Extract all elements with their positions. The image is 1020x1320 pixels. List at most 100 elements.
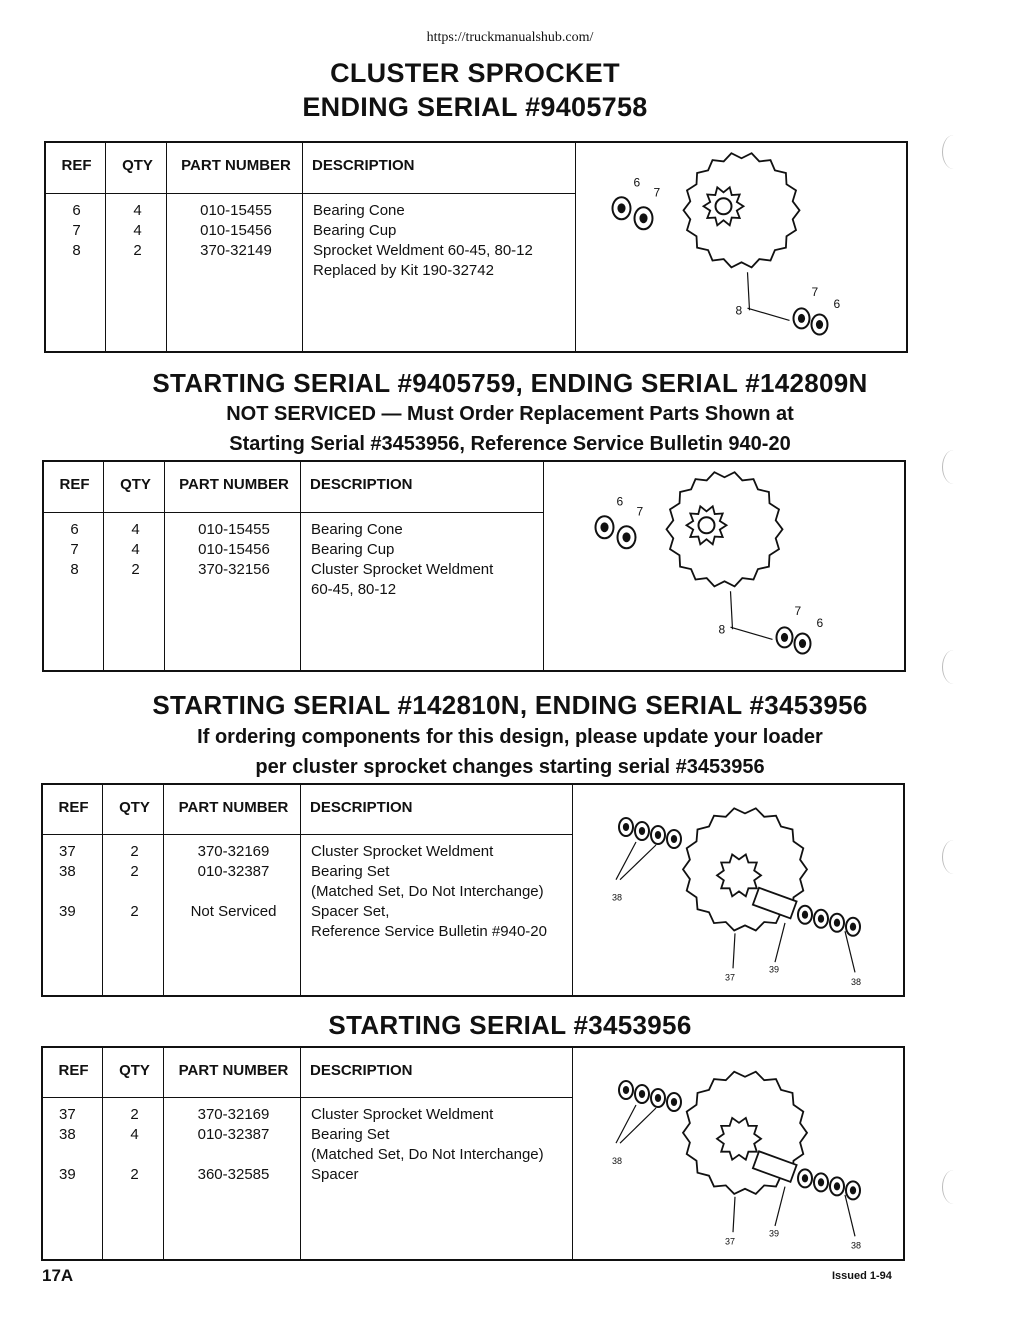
section-subheading: If ordering components for this design, … [197, 726, 823, 748]
bearing-cone-hole [815, 320, 824, 330]
callout-label: 8 [736, 303, 743, 317]
bearing-cup-hole [780, 632, 789, 642]
part-number-cell: 010-15456 [200, 222, 272, 239]
margin-mark [942, 1170, 965, 1204]
section-heading: STARTING SERIAL #142810N, ENDING SERIAL … [152, 690, 868, 720]
description-cell: Sprocket Weldment 60-45, 80-12 [313, 242, 533, 259]
qty-cell: 2 [130, 903, 139, 920]
ref-cell: 38 [59, 863, 76, 880]
qty-cell: 2 [130, 1166, 139, 1183]
bearing-set-left-hole [638, 1089, 646, 1099]
description-cell: (Matched Set, Do Not Interchange) [311, 1146, 544, 1163]
column-divider [302, 143, 303, 351]
bearing-set-right-hole [801, 1174, 809, 1183]
margin-mark [942, 450, 965, 484]
qty-cell: 4 [133, 202, 142, 219]
column-divider [103, 462, 104, 670]
header-part-number: PART NUMBER [178, 1061, 289, 1079]
column-divider [163, 785, 164, 995]
bearing-cone-hole [617, 203, 626, 214]
section-subheading: Starting Serial #3453956, Reference Serv… [229, 433, 791, 455]
header-ref: REF [58, 1061, 89, 1079]
bearing-set-right-hole [817, 1178, 825, 1187]
margin-mark [942, 840, 965, 874]
column-divider [105, 143, 106, 351]
spacer [751, 1150, 798, 1184]
part-number-cell: 360-32585 [197, 1166, 270, 1183]
source-url[interactable]: https://truckmanualshub.com/ [426, 30, 594, 45]
section-heading: STARTING SERIAL #3453956 [328, 1010, 692, 1040]
header-divider [43, 834, 572, 835]
header-ref: REF [58, 798, 89, 816]
column-divider [575, 143, 576, 351]
callout-label: 7 [812, 285, 819, 299]
qty-cell: 2 [130, 863, 139, 880]
small-sprocket [715, 1116, 763, 1162]
part-number-cell: 370-32169 [197, 843, 270, 860]
callout-label: 7 [795, 604, 802, 618]
callout-label: 7 [654, 185, 661, 199]
description-cell: Reference Service Bulletin #940-20 [311, 923, 547, 940]
description-cell: Cluster Sprocket Weldment [311, 1106, 494, 1123]
margin-mark [942, 135, 965, 169]
ref-cell: 38 [59, 1126, 76, 1143]
header-ref: REF [59, 476, 90, 493]
qty-cell: 2 [133, 242, 142, 259]
leader-line [729, 591, 773, 641]
column-divider [163, 1048, 164, 1259]
ref-cell: 6 [70, 521, 79, 538]
leader-line [615, 1104, 856, 1237]
leader-line [746, 272, 790, 322]
section-subheading: NOT SERVICED — Must Order Replacement Pa… [226, 403, 794, 425]
header-part-number: PART NUMBER [179, 476, 289, 493]
ref-cell: 7 [72, 222, 81, 239]
section-heading: STARTING SERIAL #9405759, ENDING SERIAL … [152, 368, 868, 398]
bearing-set-left-hole [670, 834, 678, 844]
bearing-set-left-hole [654, 1093, 662, 1103]
header-qty: QTY [122, 157, 153, 174]
description-cell: Bearing Cone [313, 202, 405, 219]
qty-cell: 2 [130, 843, 139, 860]
small-sprocket [701, 185, 746, 227]
column-divider [300, 785, 301, 995]
description-cell: Spacer [311, 1166, 359, 1183]
ref-cell: 37 [59, 843, 76, 860]
callout-label: 6 [834, 297, 841, 311]
bearing-set-right-hole [849, 922, 857, 931]
description-cell: Bearing Cup [313, 222, 397, 239]
large-sprocket [681, 807, 809, 932]
part-number-cell: 010-15455 [200, 202, 272, 219]
callout-label: 8 [719, 622, 726, 636]
bearing-set-right-hole [833, 1182, 841, 1191]
bearing-cone-hole [600, 522, 609, 533]
description-cell: Cluster Sprocket Weldment [311, 561, 494, 578]
callout-label: 7 [637, 504, 644, 518]
column-divider [543, 462, 544, 670]
callout-label: 6 [817, 616, 824, 630]
bearing-set-left-hole [670, 1097, 678, 1107]
header-description: DESCRIPTION [310, 1061, 413, 1079]
header-part-number: PART NUMBER [178, 798, 289, 816]
header-description: DESCRIPTION [310, 798, 413, 816]
ref-cell: 37 [59, 1106, 76, 1123]
part-number-cell: 010-15455 [198, 521, 270, 538]
small-sprocket [684, 504, 729, 546]
qty-cell: 4 [131, 521, 140, 538]
callout-label: 37 [725, 973, 735, 983]
qty-cell: 4 [130, 1126, 139, 1143]
description-cell: Spacer Set, [311, 903, 390, 920]
part-number-cell: 370-32156 [198, 561, 270, 578]
qty-cell: 2 [130, 1106, 139, 1123]
small-sprocket [715, 853, 763, 898]
bearing-set-right-hole [833, 918, 841, 927]
description-cell: (Matched Set, Do Not Interchange) [311, 883, 544, 900]
qty-cell: 4 [131, 541, 140, 558]
section-subheading: per cluster sprocket changes starting se… [255, 756, 765, 778]
callout-label: 38 [612, 892, 622, 902]
margin-mark [942, 650, 965, 684]
